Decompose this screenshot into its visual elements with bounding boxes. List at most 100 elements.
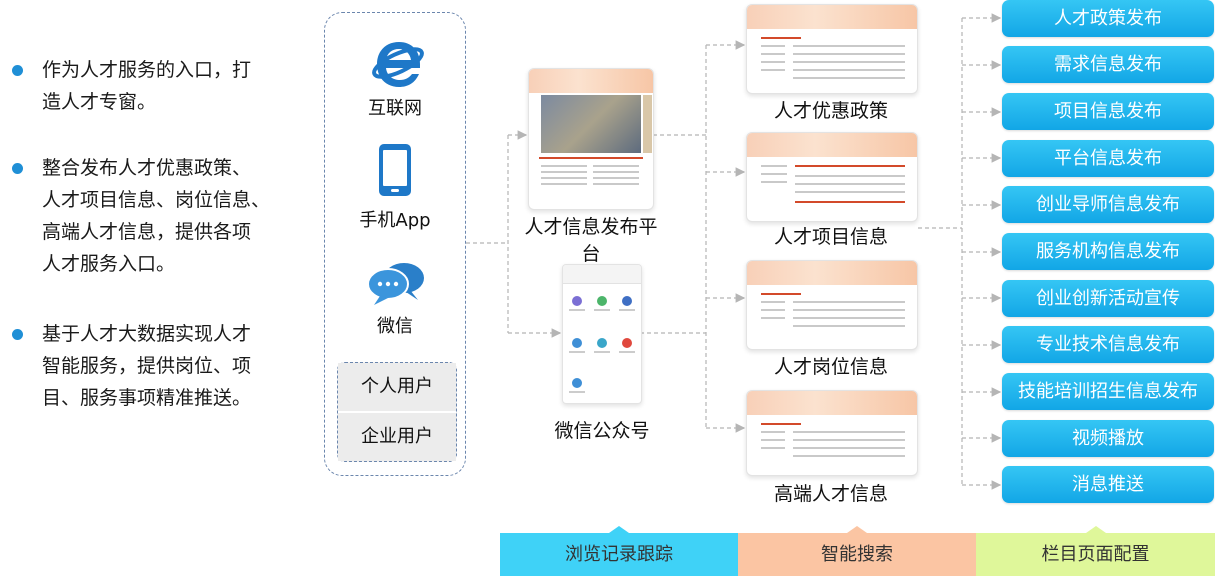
bar-browse-tracking: 浏览记录跟踪 xyxy=(500,526,738,576)
text-line xyxy=(793,53,905,55)
text-line xyxy=(761,439,785,441)
function-training-enrollment[interactable]: 技能培训招生信息发布 xyxy=(1002,373,1214,410)
divider xyxy=(338,411,456,413)
text-line xyxy=(761,61,785,63)
text-line xyxy=(793,69,905,71)
function-talent-policy[interactable]: 人才政策发布 xyxy=(1002,0,1214,37)
section-bar xyxy=(795,165,905,167)
text-line xyxy=(593,165,639,167)
text-line xyxy=(593,171,639,173)
senior-page-caption: 高端人才信息 xyxy=(773,483,888,505)
wechat-account-screenshot xyxy=(562,264,642,404)
bullet-text: 作为人才服务的入口，打 造人才专窗。 xyxy=(42,59,252,113)
project-page-screenshot xyxy=(746,132,918,222)
text-line xyxy=(795,183,905,185)
wechat-account-caption: 微信公众号 xyxy=(554,420,650,442)
policy-page-screenshot xyxy=(746,4,918,94)
channels-panel xyxy=(324,12,466,476)
bar-search-label: 智能搜索 xyxy=(821,544,893,565)
text-line xyxy=(793,325,905,327)
senior-page-screenshot xyxy=(746,390,918,476)
function-demand-info[interactable]: 需求信息发布 xyxy=(1002,46,1214,83)
site-sidebar-photo xyxy=(643,95,652,153)
mobile-phone-icon xyxy=(379,144,411,196)
wechat-chat-bubbles-icon xyxy=(367,263,424,305)
text-line xyxy=(793,455,905,457)
bar-page-config: 栏目页面配置 xyxy=(976,526,1215,576)
text-line xyxy=(541,183,587,185)
text-line xyxy=(761,45,785,47)
text-line xyxy=(593,177,639,179)
bullet-dot xyxy=(12,65,23,76)
function-platform-info[interactable]: 平台信息发布 xyxy=(1002,140,1214,177)
wechat-title-bar xyxy=(563,265,641,284)
site-header-banner xyxy=(529,69,653,93)
bar-config-label: 栏目页面配置 xyxy=(1041,544,1150,565)
text-line xyxy=(793,447,905,449)
page-header-banner xyxy=(747,133,917,157)
function-project-info[interactable]: 项目信息发布 xyxy=(1002,93,1214,130)
wechat-menu-icons xyxy=(569,296,635,393)
project-page-caption: 人才项目信息 xyxy=(773,226,888,248)
page-header-banner xyxy=(747,261,917,285)
text-line xyxy=(761,53,785,55)
bullet-integration: 整合发布人才优惠政策、 人才项目信息、岗位信息、 高端人才信息，提供各项 人才服… xyxy=(12,152,302,280)
function-innovation-activity[interactable]: 创业创新活动宣传 xyxy=(1002,280,1214,317)
bullet-text: 整合发布人才优惠政策、 人才项目信息、岗位信息、 高端人才信息，提供各项 人才服… xyxy=(42,157,271,275)
enterprise-user-item: 企业用户 xyxy=(338,413,456,461)
text-line xyxy=(761,301,785,303)
section-bar xyxy=(795,201,905,203)
text-line xyxy=(593,183,639,185)
bar-notch xyxy=(609,526,629,533)
function-tech-info[interactable]: 专业技术信息发布 xyxy=(1002,326,1214,363)
text-line xyxy=(793,61,905,63)
function-service-org-info[interactable]: 服务机构信息发布 xyxy=(1002,233,1214,270)
text-line xyxy=(793,317,905,319)
text-line xyxy=(793,77,905,79)
bullet-dot xyxy=(12,163,23,174)
policy-page-caption: 人才优惠政策 xyxy=(773,100,888,122)
text-line xyxy=(793,431,905,433)
text-line xyxy=(761,69,785,71)
bar-notch xyxy=(1085,526,1106,533)
bullet-text: 基于人才大数据实现人才 智能服务，提供岗位、项 目、服务事项精准推送。 xyxy=(42,323,252,409)
web-platform-caption: 人才信息发布平台 xyxy=(524,216,658,265)
page-header-banner xyxy=(747,391,917,415)
text-line xyxy=(761,165,787,167)
text-line xyxy=(793,45,905,47)
internet-label: 互联网 xyxy=(368,98,422,119)
section-bar xyxy=(761,423,801,425)
section-bar xyxy=(761,37,801,39)
text-line xyxy=(761,431,785,433)
text-line xyxy=(795,175,905,177)
text-line xyxy=(761,181,787,183)
web-platform-screenshot xyxy=(528,68,654,210)
text-line xyxy=(761,309,785,311)
personal-user-item: 个人用户 xyxy=(338,363,456,411)
site-photo xyxy=(541,95,641,153)
bar-notch xyxy=(847,526,867,533)
bullet-smart-service: 基于人才大数据实现人才 智能服务，提供岗位、项 目、服务事项精准推送。 xyxy=(12,318,302,414)
app-label: 手机App xyxy=(359,210,431,231)
text-line xyxy=(795,191,905,193)
bullet-entry: 作为人才服务的入口，打 造人才专窗。 xyxy=(12,54,302,118)
text-line xyxy=(793,309,905,311)
bullet-dot xyxy=(12,329,23,340)
text-line xyxy=(541,171,587,173)
text-line xyxy=(761,447,785,449)
function-mentor-info[interactable]: 创业导师信息发布 xyxy=(1002,186,1214,223)
headline-bar xyxy=(539,157,643,159)
function-message-push[interactable]: 消息推送 xyxy=(1002,466,1214,503)
text-line xyxy=(761,173,787,175)
text-line xyxy=(541,165,587,167)
text-line xyxy=(541,177,587,179)
function-video-playback[interactable]: 视频播放 xyxy=(1002,420,1214,457)
job-page-caption: 人才岗位信息 xyxy=(773,356,888,378)
text-line xyxy=(793,439,905,441)
bar-browse-label: 浏览记录跟踪 xyxy=(565,544,673,565)
job-page-screenshot xyxy=(746,260,918,350)
text-line xyxy=(761,317,785,319)
wechat-label: 微信 xyxy=(377,316,413,337)
bar-smart-search: 智能搜索 xyxy=(738,526,976,576)
